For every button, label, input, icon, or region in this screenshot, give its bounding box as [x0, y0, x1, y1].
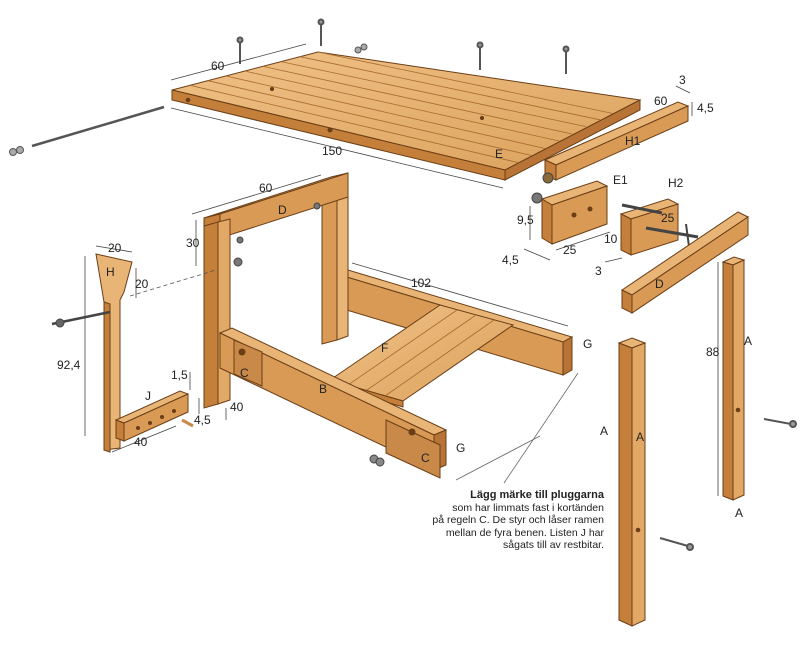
dim-j-length: 40 — [134, 435, 148, 449]
dim-b-height: 40 — [230, 400, 244, 414]
top-bolts — [236, 18, 570, 74]
label-c-right: C — [421, 451, 430, 465]
label-e: E — [495, 147, 503, 161]
part-d-right-frame — [621, 211, 749, 314]
label-a-left: A — [600, 424, 608, 438]
dim-stretcher-length: 102 — [411, 276, 431, 290]
part-j-list — [114, 390, 190, 442]
dashed-guide — [129, 269, 217, 297]
part-h1-board — [543, 101, 690, 181]
dim-j-height: 4,5 — [194, 413, 211, 427]
caption-line-3: mellan de fyra benen. Listen J har — [445, 526, 604, 539]
label-b: B — [319, 382, 327, 396]
label-g-front: G — [456, 441, 465, 455]
dimension-lines — [84, 43, 719, 496]
dim-h1-thick: 3 — [679, 73, 686, 87]
dim-h-top-width: 20 — [108, 241, 122, 255]
dim-h1-length: 60 — [654, 94, 668, 108]
part-c-block-right — [385, 419, 441, 479]
leg-bolts — [659, 418, 797, 551]
threaded-rod — [9, 105, 165, 156]
label-d-right: D — [655, 277, 664, 291]
dim-e1-length: 25 — [563, 243, 577, 257]
frame-back-leg — [321, 172, 349, 345]
frame-front-leg — [203, 218, 231, 409]
label-h: H — [106, 265, 115, 279]
dim-leg-height: 88 — [706, 345, 720, 359]
part-c-block-left — [233, 339, 263, 387]
label-d-frame: D — [278, 203, 287, 217]
dim-e1-height: 9,5 — [517, 213, 534, 227]
dim-e1-thick: 4,5 — [502, 253, 519, 267]
part-e1-block — [540, 180, 609, 245]
label-h1: H1 — [625, 134, 641, 148]
label-j: J — [145, 389, 151, 403]
caption-note: Lägg märke till pluggarna som har limmat… — [404, 489, 604, 552]
dim-top-length: 150 — [322, 144, 342, 158]
label-e1: E1 — [613, 173, 628, 187]
label-g-back: G — [583, 337, 592, 351]
part-h-side — [95, 253, 133, 453]
frame-nuts — [233, 202, 385, 467]
dim-h-neck: 20 — [135, 277, 149, 291]
label-a-right: A — [744, 334, 752, 348]
caption-line-2: på regeln C. De styr och låser ramen — [432, 514, 604, 526]
label-a-bottom: A — [735, 506, 743, 520]
dim-frame-height: 30 — [186, 236, 200, 250]
label-c-left: C — [240, 366, 249, 380]
label-a-front: A — [636, 430, 644, 444]
caption-line-4: sågats till av restbitar. — [503, 539, 604, 551]
bolt-e1 — [531, 172, 554, 204]
dim-frame-width: 60 — [259, 181, 273, 195]
part-a-leg-front — [617, 337, 647, 627]
label-h2: H2 — [668, 176, 684, 190]
label-f: F — [381, 341, 388, 355]
dim-h-height: 92,4 — [57, 358, 81, 372]
vise-h-screw — [51, 310, 111, 328]
dim-top-width: 60 — [211, 59, 225, 73]
dowel-pin — [181, 418, 194, 428]
dim-h2-thick: 3 — [595, 264, 602, 278]
part-a-leg-right — [721, 256, 746, 501]
dim-j-thick: 1,5 — [171, 368, 188, 382]
dim-h1-height: 4,5 — [697, 101, 714, 115]
caption-line-1: som har limmats fast i kortänden — [452, 501, 604, 514]
dim-h2-length: 25 — [661, 211, 675, 225]
part-b-front-rail — [218, 327, 448, 471]
caption-title: Lägg märke till pluggarna — [470, 489, 604, 501]
dim-h2-width: 10 — [604, 232, 618, 246]
bench-top — [171, 51, 642, 181]
